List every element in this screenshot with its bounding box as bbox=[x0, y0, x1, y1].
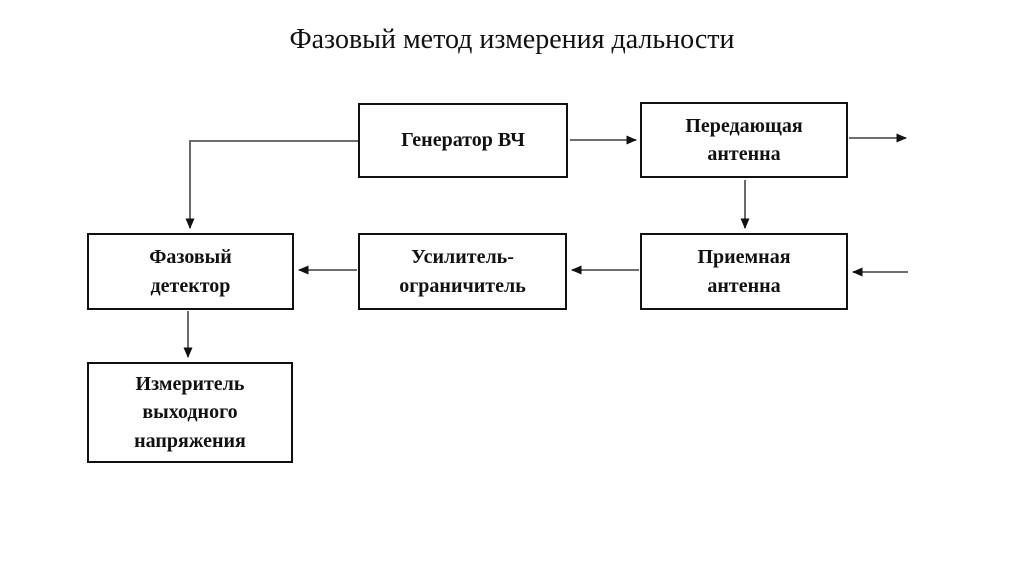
block-generator: Генератор ВЧ bbox=[358, 103, 568, 178]
block-rx-antenna: Приемная антенна bbox=[640, 233, 848, 310]
block-limiter: Усилитель- ограничитель bbox=[358, 233, 567, 310]
diagram-title: Фазовый метод измерения дальности bbox=[289, 24, 735, 55]
block-limiter-label: Усилитель- ограничитель bbox=[399, 246, 526, 297]
block-generator-label: Генератор ВЧ bbox=[401, 129, 525, 152]
block-tx-antenna: Передающая антенна bbox=[640, 102, 848, 178]
block-tx-antenna-label: Передающая антенна bbox=[685, 114, 803, 165]
block-phase-detector-label: Фазовый детектор bbox=[149, 246, 232, 297]
block-voltage-meter: Измеритель выходного напряжения bbox=[87, 362, 293, 463]
block-phase-detector: Фазовый детектор bbox=[87, 233, 294, 310]
block-rx-antenna-label: Приемная антенна bbox=[697, 246, 791, 297]
arrow-generator-to-phase-detector bbox=[185, 140, 358, 229]
block-voltage-meter-label: Измеритель выходного напряжения bbox=[134, 372, 246, 452]
